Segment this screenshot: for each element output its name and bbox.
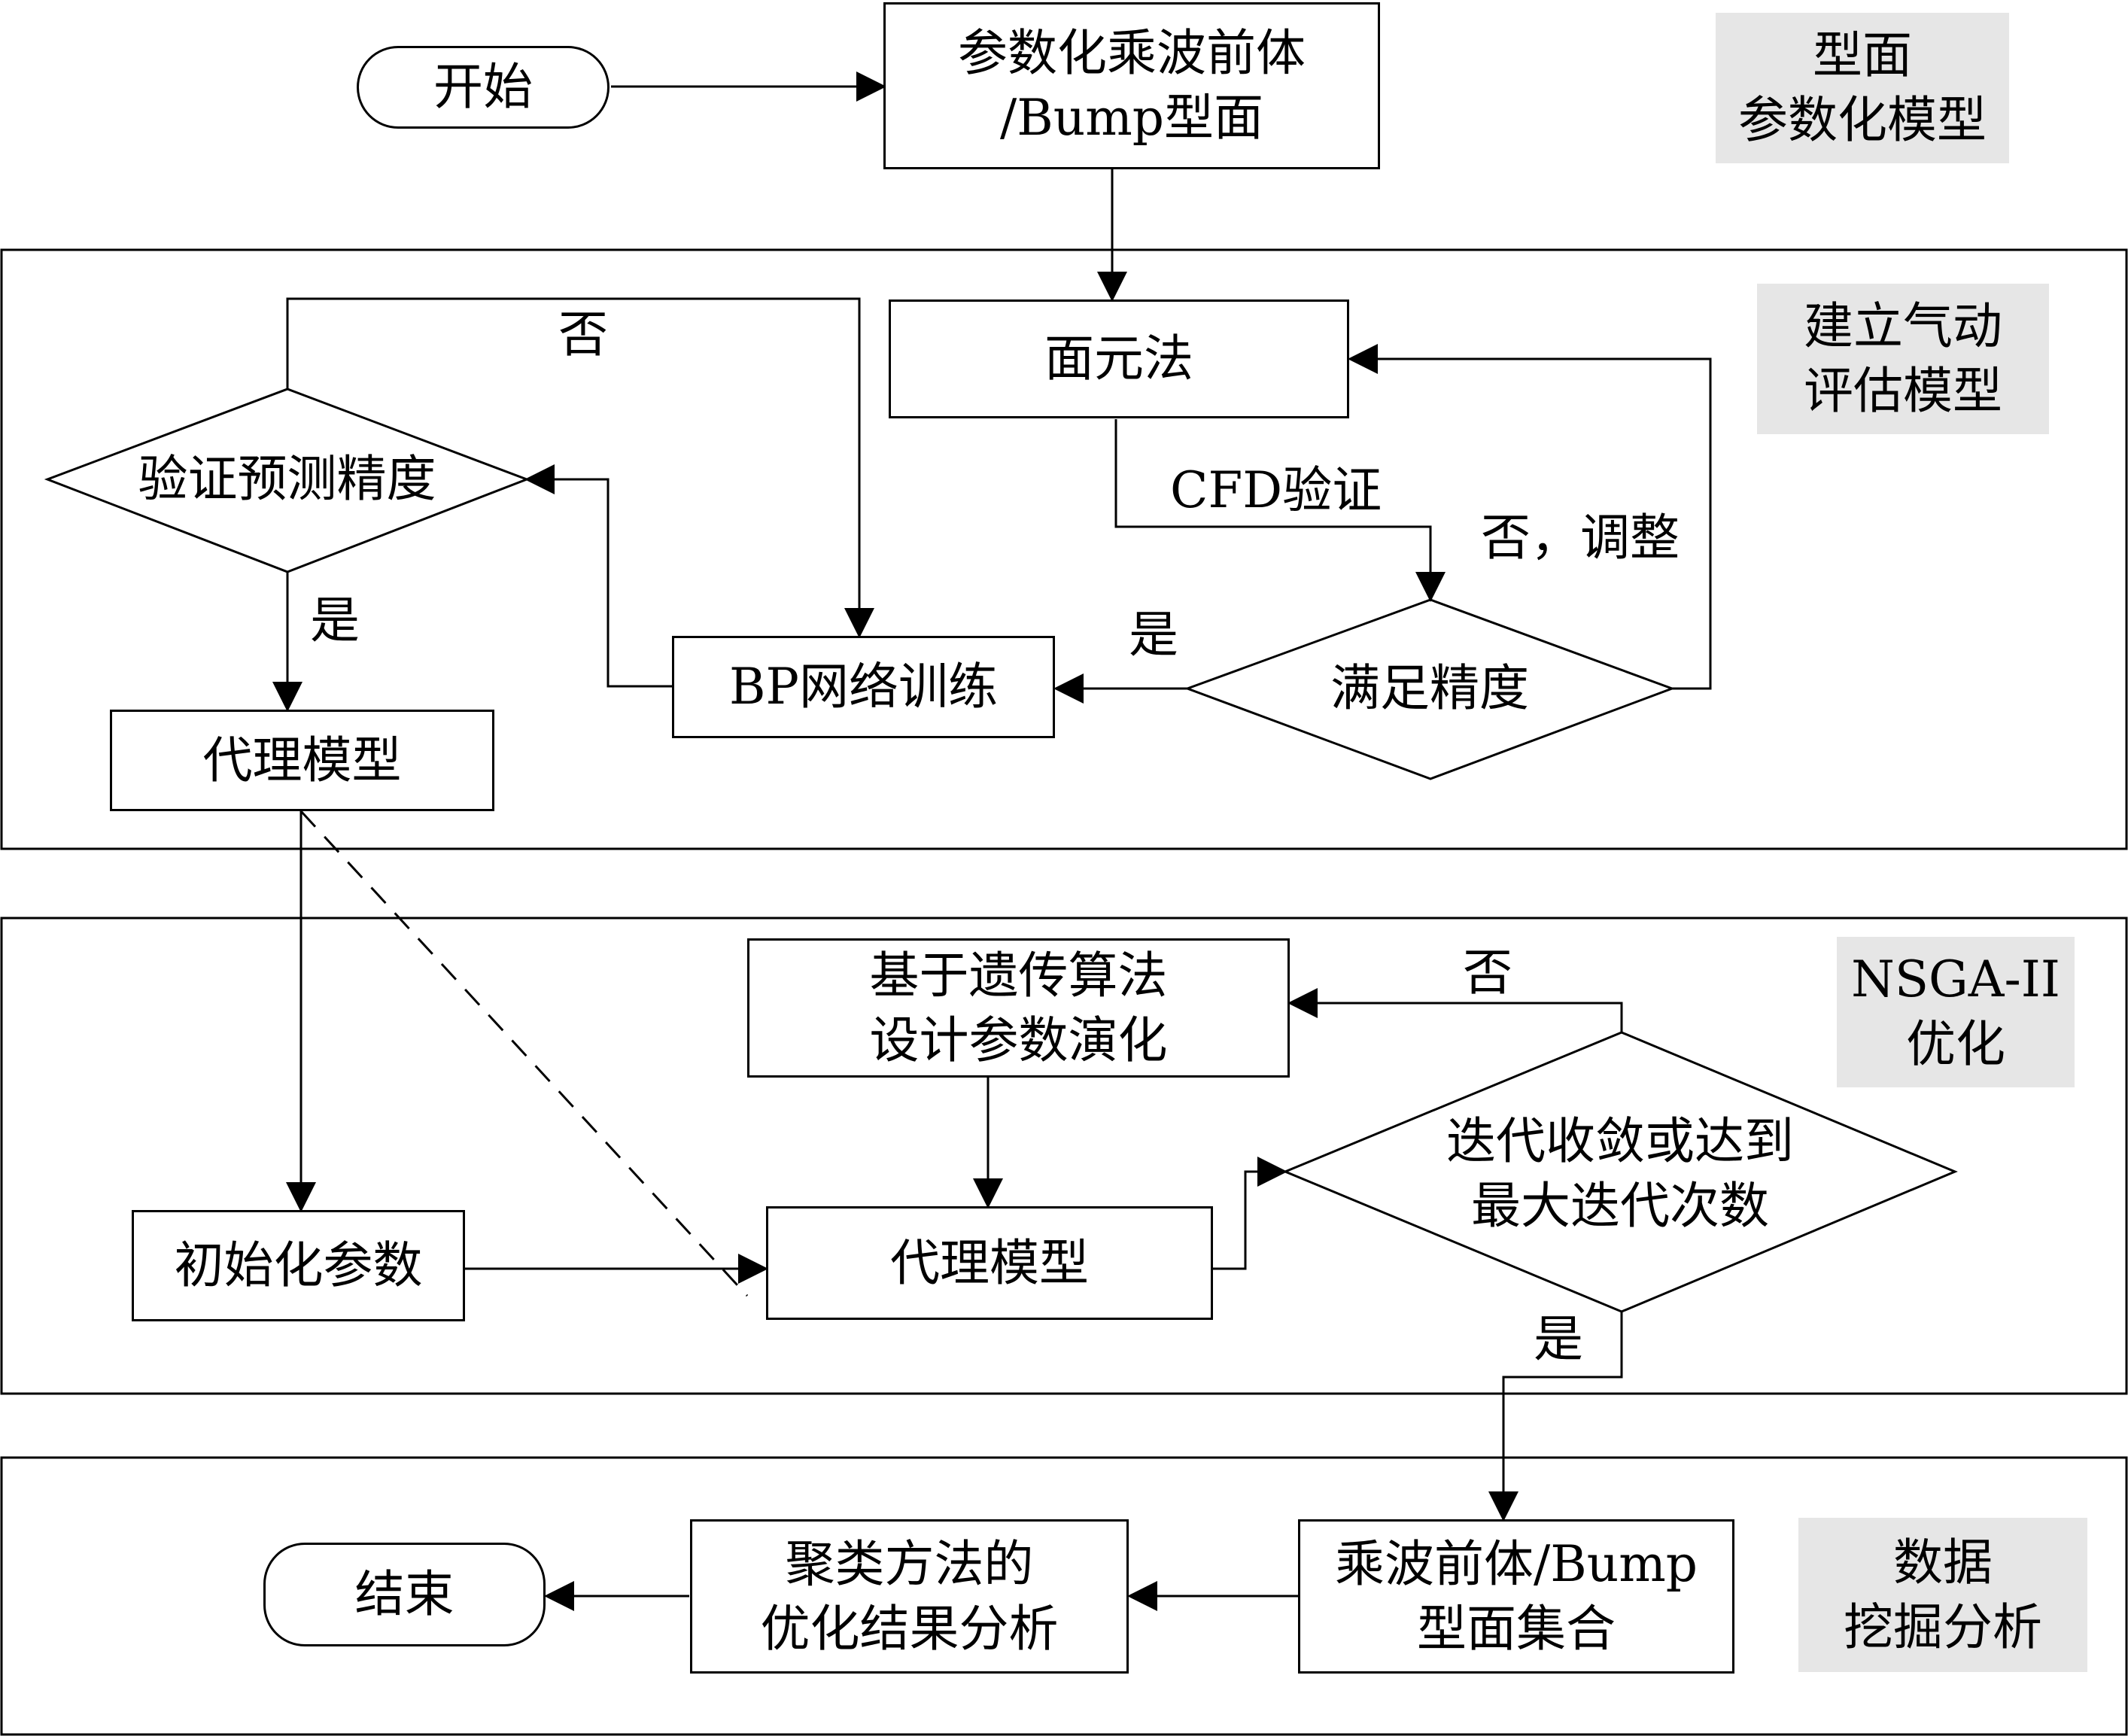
surrogate-model-box-1: 代理模型 (110, 710, 494, 811)
stage-mining-line1: 数据 (1893, 1533, 1993, 1592)
diamond-convergence (1282, 1031, 1958, 1313)
end-label: 结束 (354, 1565, 454, 1623)
edge-bp-to-verify (524, 464, 672, 688)
verify-yes-label: 是 (310, 591, 360, 649)
converge-yes-label: 是 (1534, 1310, 1583, 1368)
stage-tag-parametric: 型面 参数化模型 (1716, 13, 2009, 163)
stage-parametric-line2: 参数化模型 (1738, 91, 1987, 149)
group-frame-nsga (0, 917, 2128, 1395)
convergence-line2: 最大迭代次数 (1471, 1177, 1769, 1235)
precision-yes-label: 是 (1129, 606, 1178, 664)
meet-precision-label: 满足精度 (1330, 659, 1529, 717)
surrogate-model-label-1: 代理模型 (202, 731, 402, 789)
bp-training-box: BP网络训练 (672, 636, 1055, 738)
stage-tag-nsga: NSGA-II 优化 (1837, 937, 2075, 1087)
param-model-line1: 参数化乘波前体 (958, 24, 1306, 82)
genetic-evolution-line1: 基于遗传算法 (869, 946, 1168, 1005)
edge-surrogate-to-converge (1212, 1157, 1287, 1270)
surface-set-line2: 型面集合 (1417, 1599, 1616, 1658)
cluster-analysis-line2: 优化结果分析 (760, 1599, 1059, 1658)
end-terminal: 结束 (263, 1543, 546, 1646)
surface-set-box: 乘波前体/Bump 型面集合 (1298, 1519, 1734, 1674)
stage-aero-line1: 建立气动 (1804, 297, 2002, 355)
panel-method-label: 面元法 (1044, 330, 1193, 388)
converge-no-label: 否 (1463, 944, 1512, 1002)
verify-prediction-text: 验证预测精度 (47, 442, 527, 517)
stage-parametric-line1: 型面 (1813, 26, 1912, 84)
stage-nsga-line1: NSGA-II (1851, 950, 2060, 1008)
surface-set-line1: 乘波前体/Bump (1334, 1534, 1698, 1593)
verify-no-label: 否 (558, 306, 608, 363)
edge-precision-no (1348, 344, 1712, 690)
start-terminal: 开始 (357, 46, 610, 129)
genetic-evolution-box: 基于遗传算法 设计参数演化 (747, 938, 1290, 1078)
verify-prediction-label: 验证预测精度 (138, 450, 436, 508)
panel-method-box: 面元法 (889, 299, 1349, 418)
edge-converge-yes (1488, 1312, 1623, 1522)
convergence-text: 迭代收敛或达到 最大迭代次数 (1285, 1106, 1955, 1242)
surrogate-model-box-2: 代理模型 (766, 1206, 1213, 1320)
group-frame-aero (0, 248, 2128, 850)
surrogate-model-label-2: 代理模型 (890, 1233, 1089, 1292)
group-frame-mining (0, 1456, 2128, 1736)
meet-precision-text: 满足精度 (1187, 651, 1672, 726)
edge-panel-to-precision (1114, 419, 1446, 602)
edge-surrogate-dashed (299, 810, 749, 1297)
start-label: 开始 (433, 58, 533, 116)
bp-training-label: BP网络训练 (729, 658, 998, 716)
edge-verify-no (286, 297, 874, 638)
cluster-analysis-line1: 聚类方法的 (785, 1534, 1034, 1593)
stage-mining-line2: 挖掘分析 (1844, 1598, 2042, 1656)
init-params-box: 初始化参数 (132, 1210, 465, 1321)
stage-nsga-line2: 优化 (1906, 1015, 2005, 1073)
init-params-label: 初始化参数 (174, 1236, 423, 1294)
cluster-analysis-box: 聚类方法的 优化结果分析 (690, 1519, 1129, 1674)
precision-no-adjust-label: 否，调整 (1481, 509, 1680, 567)
stage-tag-data-mining: 数据 挖掘分析 (1798, 1518, 2087, 1672)
cfd-verify-label: CFD验证 (1170, 461, 1382, 519)
stage-aero-line2: 评估模型 (1804, 362, 2002, 420)
stage-tag-aero-model: 建立气动 评估模型 (1757, 284, 2049, 434)
param-model-line2: /Bump型面 (999, 89, 1264, 147)
param-model-box: 参数化乘波前体 /Bump型面 (883, 2, 1380, 169)
edge-converge-no (1287, 988, 1623, 1032)
convergence-line1: 迭代收敛或达到 (1446, 1112, 1794, 1170)
genetic-evolution-line2: 设计参数演化 (869, 1011, 1168, 1069)
